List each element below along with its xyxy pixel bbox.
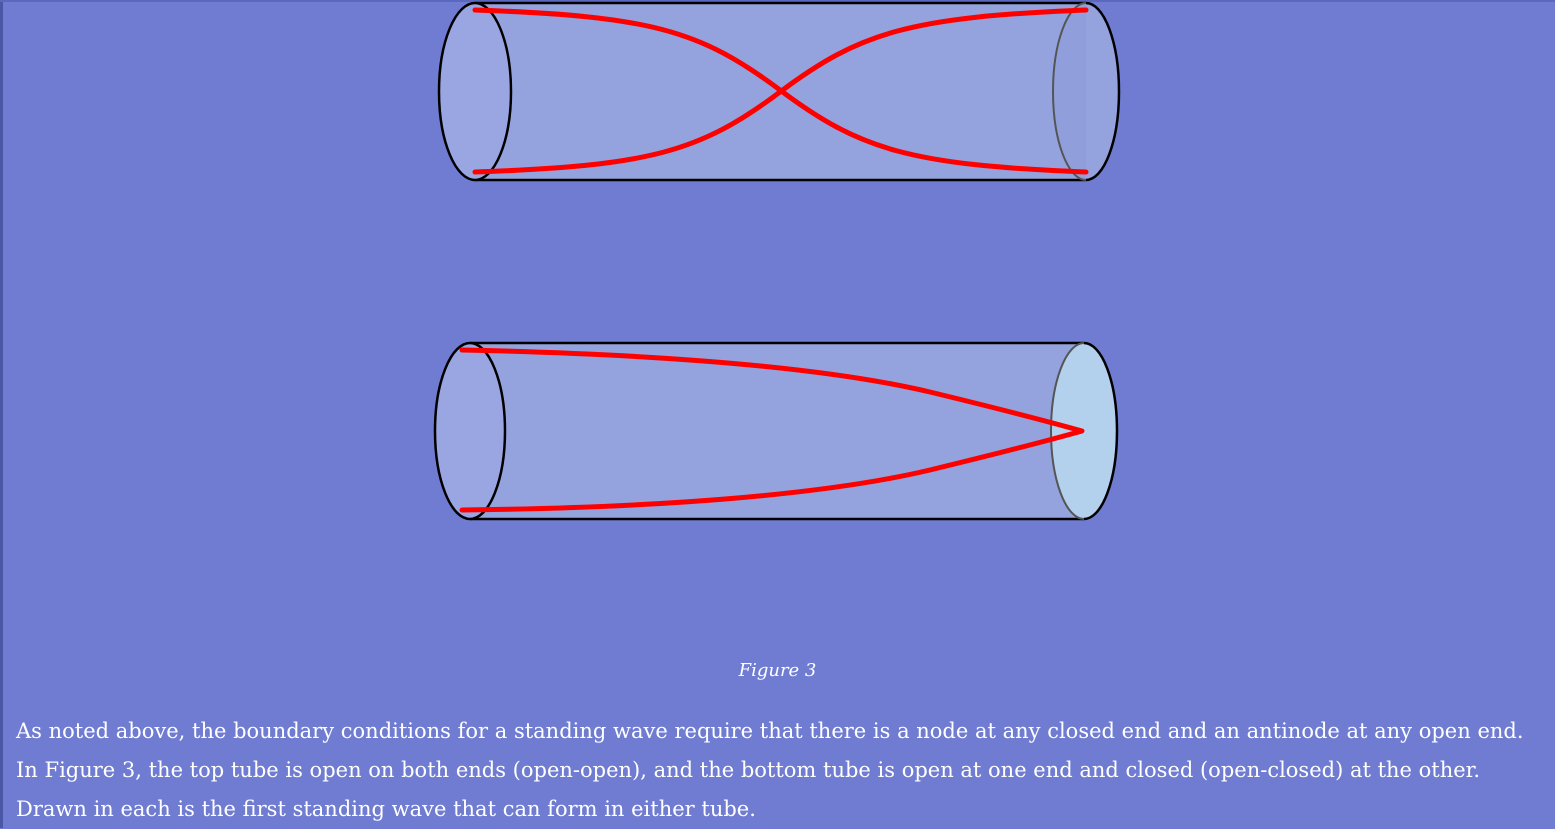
bottom-tube-open-closed [433,341,1119,521]
top-tube-left-opening [437,1,513,182]
left-border [0,0,3,828]
explanation-paragraph: As noted above, the boundary conditions … [16,719,1524,821]
bottom-tube-closed-end-rim [1083,341,1119,521]
bottom-tube-left-opening [433,341,507,521]
bottom-tube-wave [459,347,1085,513]
top-tube-right-end-front [1085,1,1121,182]
figure-caption: Figure 3 [738,660,817,681]
top-tube-open-open [437,1,1121,182]
top-tube-wave-lower [472,7,1089,175]
top-border [0,0,1555,2]
figure-3-diagram [433,1,1121,521]
bottom-tube-body [470,343,1084,519]
